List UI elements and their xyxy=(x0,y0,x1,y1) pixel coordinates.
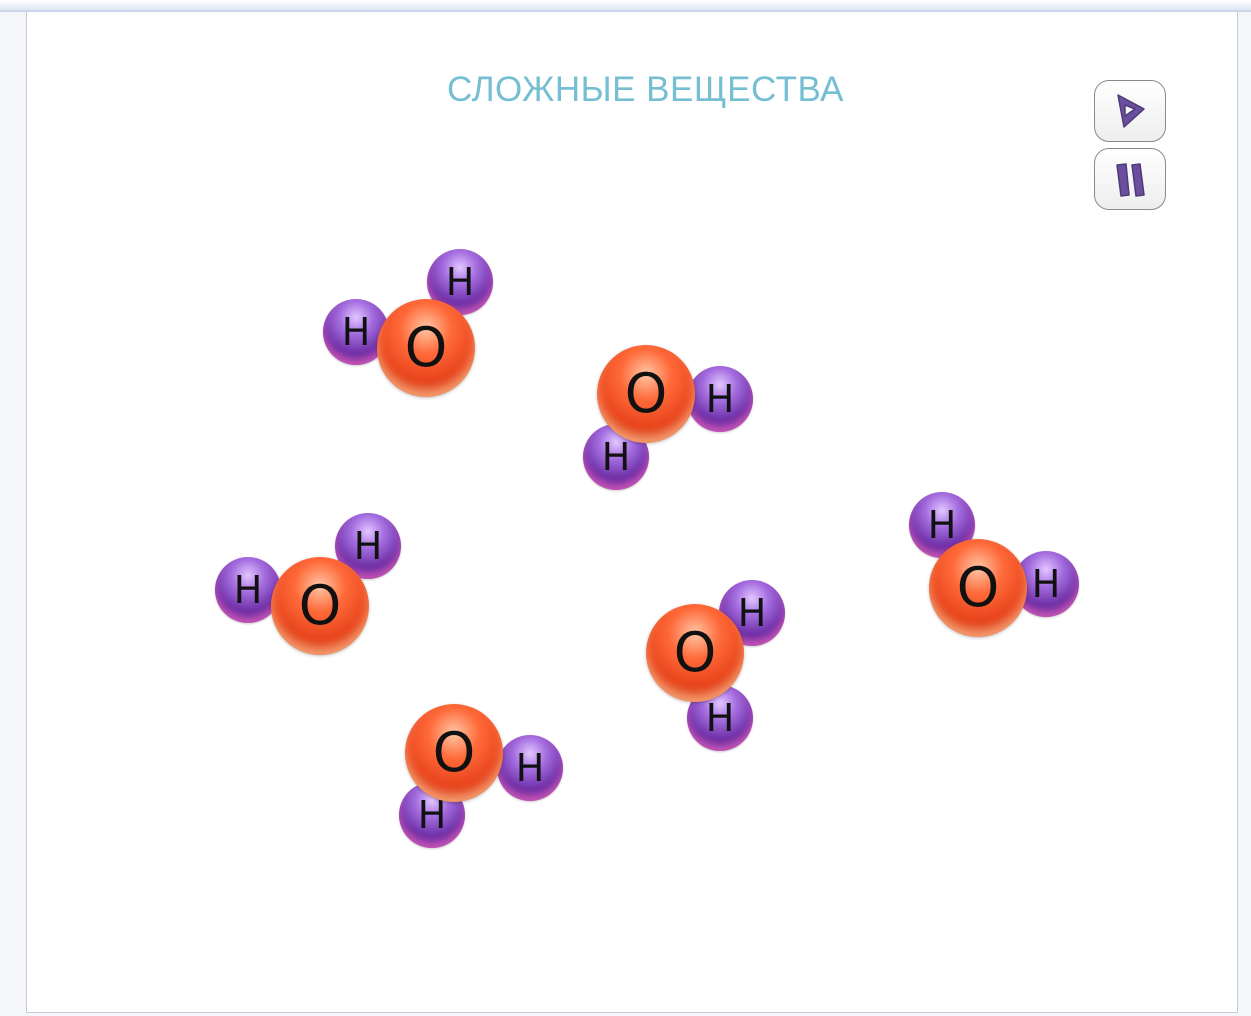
hydrogen-atom: H xyxy=(687,366,753,432)
water-molecule[interactable]: H H O xyxy=(0,0,753,490)
oxygen-atom: O xyxy=(377,299,475,397)
water-molecule[interactable]: H H O xyxy=(0,0,493,397)
oxygen-atom: O xyxy=(646,604,744,702)
oxygen-atom: O xyxy=(271,557,369,655)
oxygen-atom: O xyxy=(405,704,503,802)
play-button[interactable] xyxy=(1094,80,1166,142)
water-molecule[interactable]: H H O xyxy=(0,0,401,655)
play-icon xyxy=(1117,94,1145,128)
oxygen-atom: O xyxy=(597,345,695,443)
water-molecule[interactable]: H H O xyxy=(0,0,563,848)
water-molecule[interactable]: H H O xyxy=(0,0,785,751)
animation-stage xyxy=(26,12,1238,1013)
hydrogen-atom: H xyxy=(497,735,563,801)
pause-button[interactable] xyxy=(1094,148,1166,210)
hydrogen-atom: H xyxy=(215,557,281,623)
water-molecule[interactable]: H H O xyxy=(0,0,1079,637)
top-border xyxy=(0,0,1251,12)
page-title: СЛОЖНЫЕ ВЕЩЕСТВА xyxy=(446,70,845,109)
oxygen-atom: O xyxy=(929,539,1027,637)
pause-icon xyxy=(1116,163,1145,197)
